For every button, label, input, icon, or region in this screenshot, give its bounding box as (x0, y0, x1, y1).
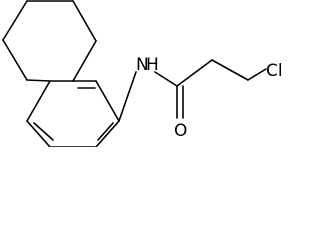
aromatic-inner-bond (33, 122, 54, 141)
bond (154, 71, 178, 87)
oxygen-atom-label: O (174, 121, 187, 141)
bond (2, 39, 28, 81)
nitrogen-atom-label: N (136, 55, 149, 75)
bond (211, 59, 249, 81)
chlorine-atom-label: Cl (266, 61, 283, 81)
bond (26, 79, 51, 82)
hydrogen-atom-label: H (146, 55, 159, 75)
bond (95, 120, 120, 147)
chemical-structure-diagram: N H O Cl (2, 0, 283, 147)
bond (95, 80, 120, 122)
bond (176, 59, 213, 87)
bond (26, 80, 51, 122)
bond (118, 71, 137, 122)
tetrahydronaphthalene-ring-system (2, 0, 120, 147)
aromatic-inner-bond (97, 122, 114, 141)
bond (2, 0, 28, 41)
bond (72, 0, 97, 42)
bond (247, 68, 267, 81)
bond (72, 40, 97, 82)
amide-chain (118, 59, 267, 122)
bond (26, 120, 51, 147)
